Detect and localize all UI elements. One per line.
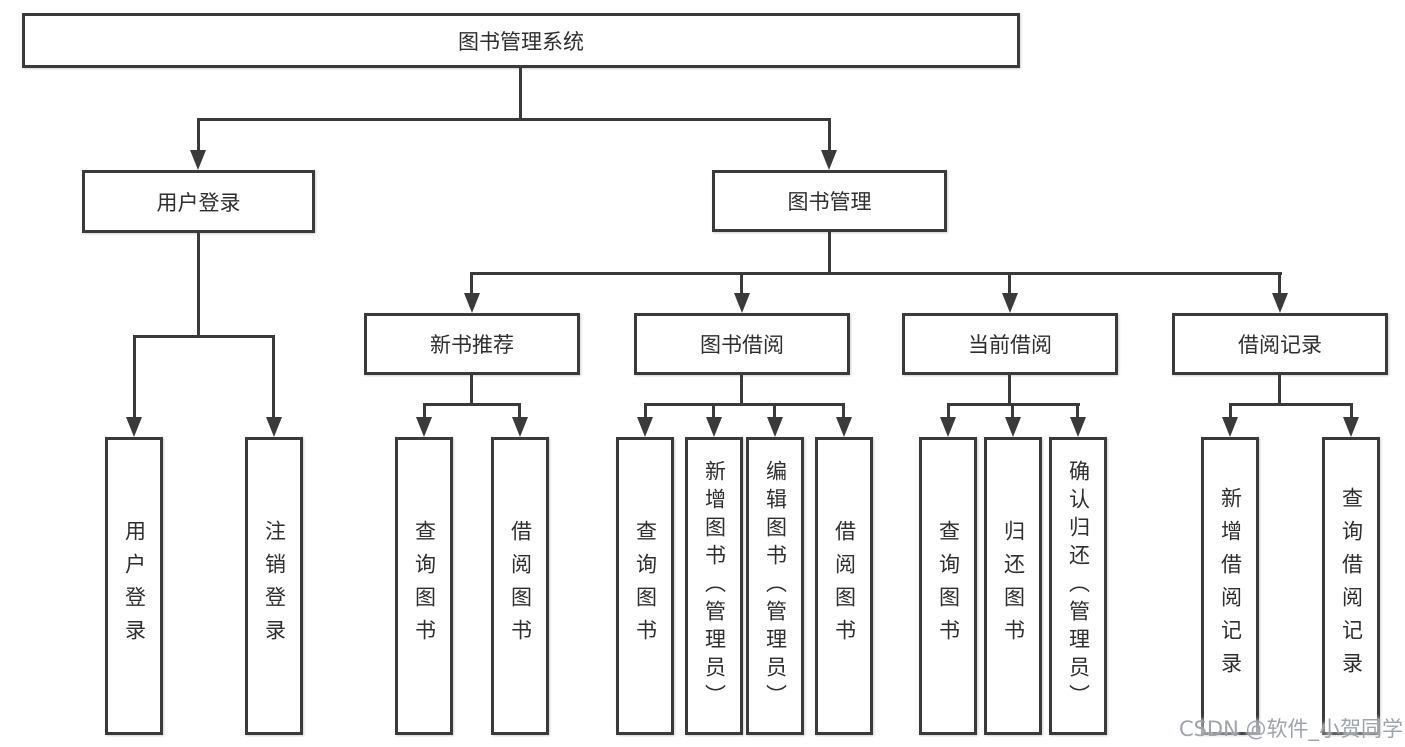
node-user-login-label: 用户登录 (156, 190, 241, 215)
node-borrow-record: 借阅记录 (1172, 313, 1388, 375)
connector-drop-cat2-leaf3 (773, 403, 776, 419)
connector-drop-cat4 (1278, 272, 1281, 295)
arrowhead-cat2-leaf3 (767, 417, 783, 437)
connector-root-branch (197, 118, 831, 121)
connector-drop-cat1 (470, 272, 473, 295)
arrowhead-login-leaf1 (126, 417, 142, 437)
connector-drop-book-mgmt (828, 118, 831, 152)
node-leaf-confirm-return-admin-label: 确认归还（管理员） (1066, 460, 1091, 712)
connector-drop-login-leaf2 (272, 335, 275, 419)
node-leaf-borrow-book-1-label: 借阅图书 (508, 520, 533, 652)
connector-drop-user-login (197, 118, 200, 152)
connector-drop-cat4-leaf2 (1350, 403, 1353, 419)
connector-drop-login-leaf1 (133, 335, 136, 419)
node-book-management-label: 图书管理 (787, 190, 872, 214)
node-leaf-query-book-3-label: 查询图书 (936, 520, 961, 652)
node-leaf-borrow-book-2-label: 借阅图书 (832, 520, 857, 652)
node-leaf-user-login-label: 用户登录 (122, 520, 147, 652)
node-leaf-query-borrow-record: 查询借阅记录 (1322, 437, 1380, 735)
connector-root-stem (519, 68, 522, 118)
arrowhead-cat3-leaf3 (1070, 417, 1086, 437)
connector-login-branch (133, 335, 275, 338)
node-current-borrow: 当前借阅 (902, 313, 1118, 375)
node-user-login: 用户登录 (82, 170, 315, 233)
arrowhead-cat2-leaf2 (706, 417, 722, 437)
connector-cat1-stem (470, 375, 473, 406)
connector-login-stem (197, 233, 200, 335)
node-current-borrow-label: 当前借阅 (968, 333, 1052, 357)
arrowhead-book-mgmt (821, 150, 837, 170)
node-leaf-add-borrow-record-label: 新增借阅记录 (1218, 487, 1243, 685)
arrowhead-cat1 (464, 293, 480, 313)
arrowhead-cat3 (1002, 293, 1018, 313)
node-leaf-borrow-book-2: 借阅图书 (815, 437, 873, 735)
arrowhead-cat2-leaf1 (637, 417, 653, 437)
arrowhead-cat3-leaf2 (1005, 417, 1021, 437)
arrowhead-cat4-leaf1 (1222, 417, 1238, 437)
connector-drop-cat4-leaf1 (1229, 403, 1232, 419)
node-leaf-user-login: 用户登录 (105, 437, 163, 735)
node-leaf-query-book-1-label: 查询图书 (412, 520, 437, 652)
node-book-borrow: 图书借阅 (634, 313, 850, 375)
connector-mgmt-branch (470, 272, 1282, 275)
node-leaf-borrow-book-1: 借阅图书 (491, 437, 549, 735)
node-leaf-edit-book-admin-label: 编辑图书（管理员） (763, 460, 788, 712)
node-leaf-query-borrow-record-label: 查询借阅记录 (1339, 487, 1364, 685)
node-leaf-add-book-admin: 新增图书（管理员） (685, 437, 743, 735)
node-leaf-logout-label: 注销登录 (262, 520, 287, 652)
connector-cat2-branch (644, 403, 845, 406)
connector-drop-cat2 (740, 272, 743, 295)
arrowhead-cat3-leaf1 (940, 417, 956, 437)
connector-drop-cat3-leaf3 (1076, 403, 1079, 419)
node-new-book-recommend-label: 新书推荐 (430, 333, 514, 357)
connector-drop-cat3-leaf1 (947, 403, 950, 419)
node-leaf-add-borrow-record: 新增借阅记录 (1201, 437, 1259, 735)
connector-drop-cat2-leaf1 (644, 403, 647, 419)
node-leaf-logout: 注销登录 (245, 437, 303, 735)
arrowhead-cat4 (1272, 293, 1288, 313)
connector-cat3-stem (1008, 375, 1011, 406)
arrowhead-cat4-leaf2 (1343, 417, 1359, 437)
node-new-book-recommend: 新书推荐 (364, 313, 580, 375)
connector-drop-cat1-leaf1 (423, 403, 426, 419)
arrowhead-cat1-leaf2 (512, 417, 528, 437)
connector-cat4-stem (1278, 375, 1281, 406)
node-book-management: 图书管理 (712, 170, 947, 232)
arrowhead-login-leaf2 (266, 417, 282, 437)
connector-drop-cat2-leaf2 (712, 403, 715, 419)
connector-cat1-branch (423, 403, 521, 406)
connector-cat4-branch (1229, 403, 1353, 406)
arrowhead-cat2-leaf4 (836, 417, 852, 437)
node-root-label: 图书管理系统 (458, 29, 584, 54)
connector-drop-cat2-leaf4 (842, 403, 845, 419)
connector-drop-cat1-leaf2 (518, 403, 521, 419)
node-leaf-confirm-return-admin: 确认归还（管理员） (1049, 437, 1107, 735)
csdn-watermark: CSDN @软件_小贺同学 (1178, 717, 1403, 741)
connector-drop-cat3-leaf2 (1011, 403, 1014, 419)
node-leaf-edit-book-admin: 编辑图书（管理员） (746, 437, 804, 735)
connector-drop-cat3 (1008, 272, 1011, 295)
arrowhead-user-login (190, 150, 206, 170)
node-leaf-query-book-1: 查询图书 (395, 437, 453, 735)
node-leaf-return-book-label: 归还图书 (1001, 520, 1026, 652)
node-leaf-add-book-admin-label: 新增图书（管理员） (702, 460, 727, 712)
arrowhead-cat1-leaf1 (416, 417, 432, 437)
node-leaf-query-book-2: 查询图书 (616, 437, 674, 735)
node-borrow-record-label: 借阅记录 (1238, 333, 1322, 357)
node-leaf-query-book-3: 查询图书 (919, 437, 977, 735)
arrowhead-cat2 (734, 293, 750, 313)
node-leaf-return-book: 归还图书 (984, 437, 1042, 735)
node-leaf-query-book-2-label: 查询图书 (633, 520, 658, 652)
node-root: 图书管理系统 (22, 13, 1020, 68)
node-book-borrow-label: 图书借阅 (700, 333, 784, 357)
connector-mgmt-stem (828, 232, 831, 272)
connector-cat2-stem (740, 375, 743, 406)
